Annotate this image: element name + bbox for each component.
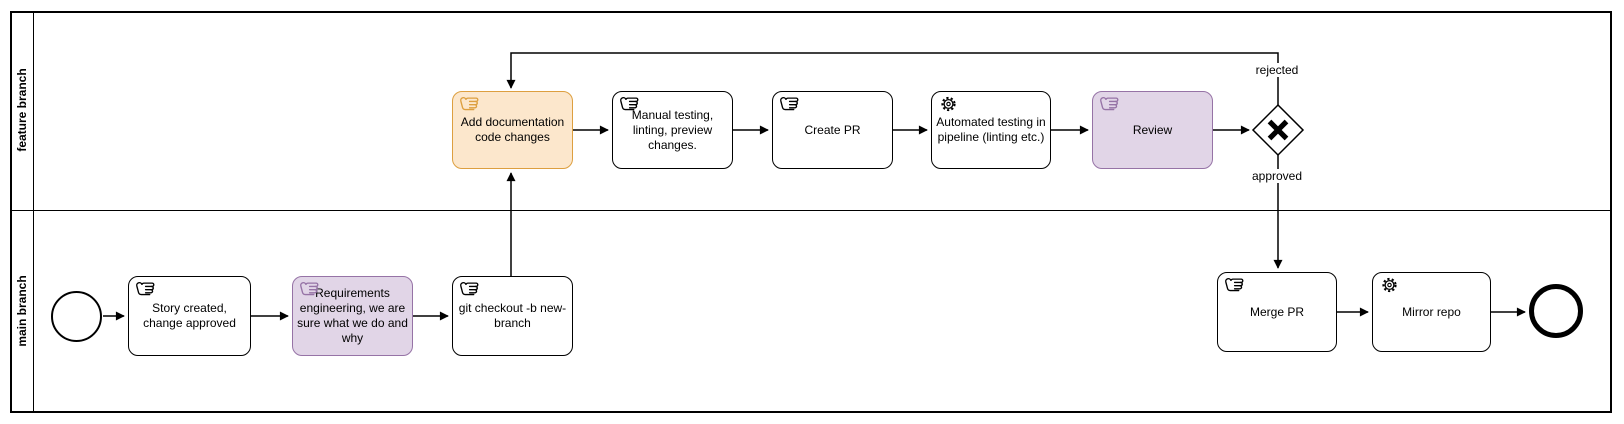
task-manual-testing: Manual testing, linting, preview changes… — [612, 91, 733, 169]
task-add-documentation: Add documentation code changes — [452, 91, 573, 169]
task-label: Merge PR — [1249, 304, 1305, 319]
end-event — [1529, 284, 1583, 338]
task-label: Review — [1132, 122, 1173, 137]
manual-task-hand-icon — [460, 96, 479, 111]
manual-task-hand-icon — [460, 281, 479, 296]
lane-header-divider — [33, 11, 35, 413]
task-review: Review — [1092, 91, 1213, 169]
task-mirror-repo: Mirror repo — [1372, 272, 1491, 352]
task-label: Automated testing in pipeline (linting e… — [936, 115, 1046, 144]
manual-task-hand-icon — [1225, 277, 1244, 292]
flow-rejected-loop — [506, 52, 1279, 106]
task-merge-pr: Merge PR — [1217, 272, 1337, 352]
exclusive-gateway — [1251, 103, 1305, 157]
gateway-x-icon — [1267, 119, 1289, 141]
flow-label-rejected: rejected — [1252, 63, 1302, 77]
start-event — [51, 291, 102, 342]
task-requirements-engineering: Requirements engineering, we are sure wh… — [292, 276, 413, 356]
service-task-gear-icon — [1382, 277, 1397, 293]
task-label: git checkout -b new-branch — [458, 301, 567, 330]
task-label: Manual testing, linting, preview changes… — [631, 107, 714, 152]
pool-border — [10, 11, 1612, 413]
manual-task-hand-icon — [780, 96, 799, 111]
lane-divider — [10, 210, 1612, 212]
task-git-checkout: git checkout -b new-branch — [452, 276, 573, 356]
task-label: Mirror repo — [1402, 304, 1461, 319]
task-create-pr: Create PR — [772, 91, 893, 169]
task-automated-testing: Automated testing in pipeline (linting e… — [931, 91, 1051, 169]
manual-task-hand-icon — [136, 281, 155, 296]
task-story-created: Story created, change approved — [128, 276, 251, 356]
service-task-gear-icon — [941, 96, 956, 112]
manual-task-hand-icon — [300, 281, 319, 296]
task-label: Requirements engineering, we are sure wh… — [297, 286, 408, 345]
task-label: Add documentation code changes — [460, 115, 565, 144]
flow-label-approved: approved — [1248, 169, 1306, 183]
manual-task-hand-icon — [1100, 96, 1119, 111]
task-label: Story created, change approved — [143, 301, 236, 330]
task-label: Create PR — [804, 122, 861, 137]
manual-task-hand-icon — [620, 96, 639, 111]
